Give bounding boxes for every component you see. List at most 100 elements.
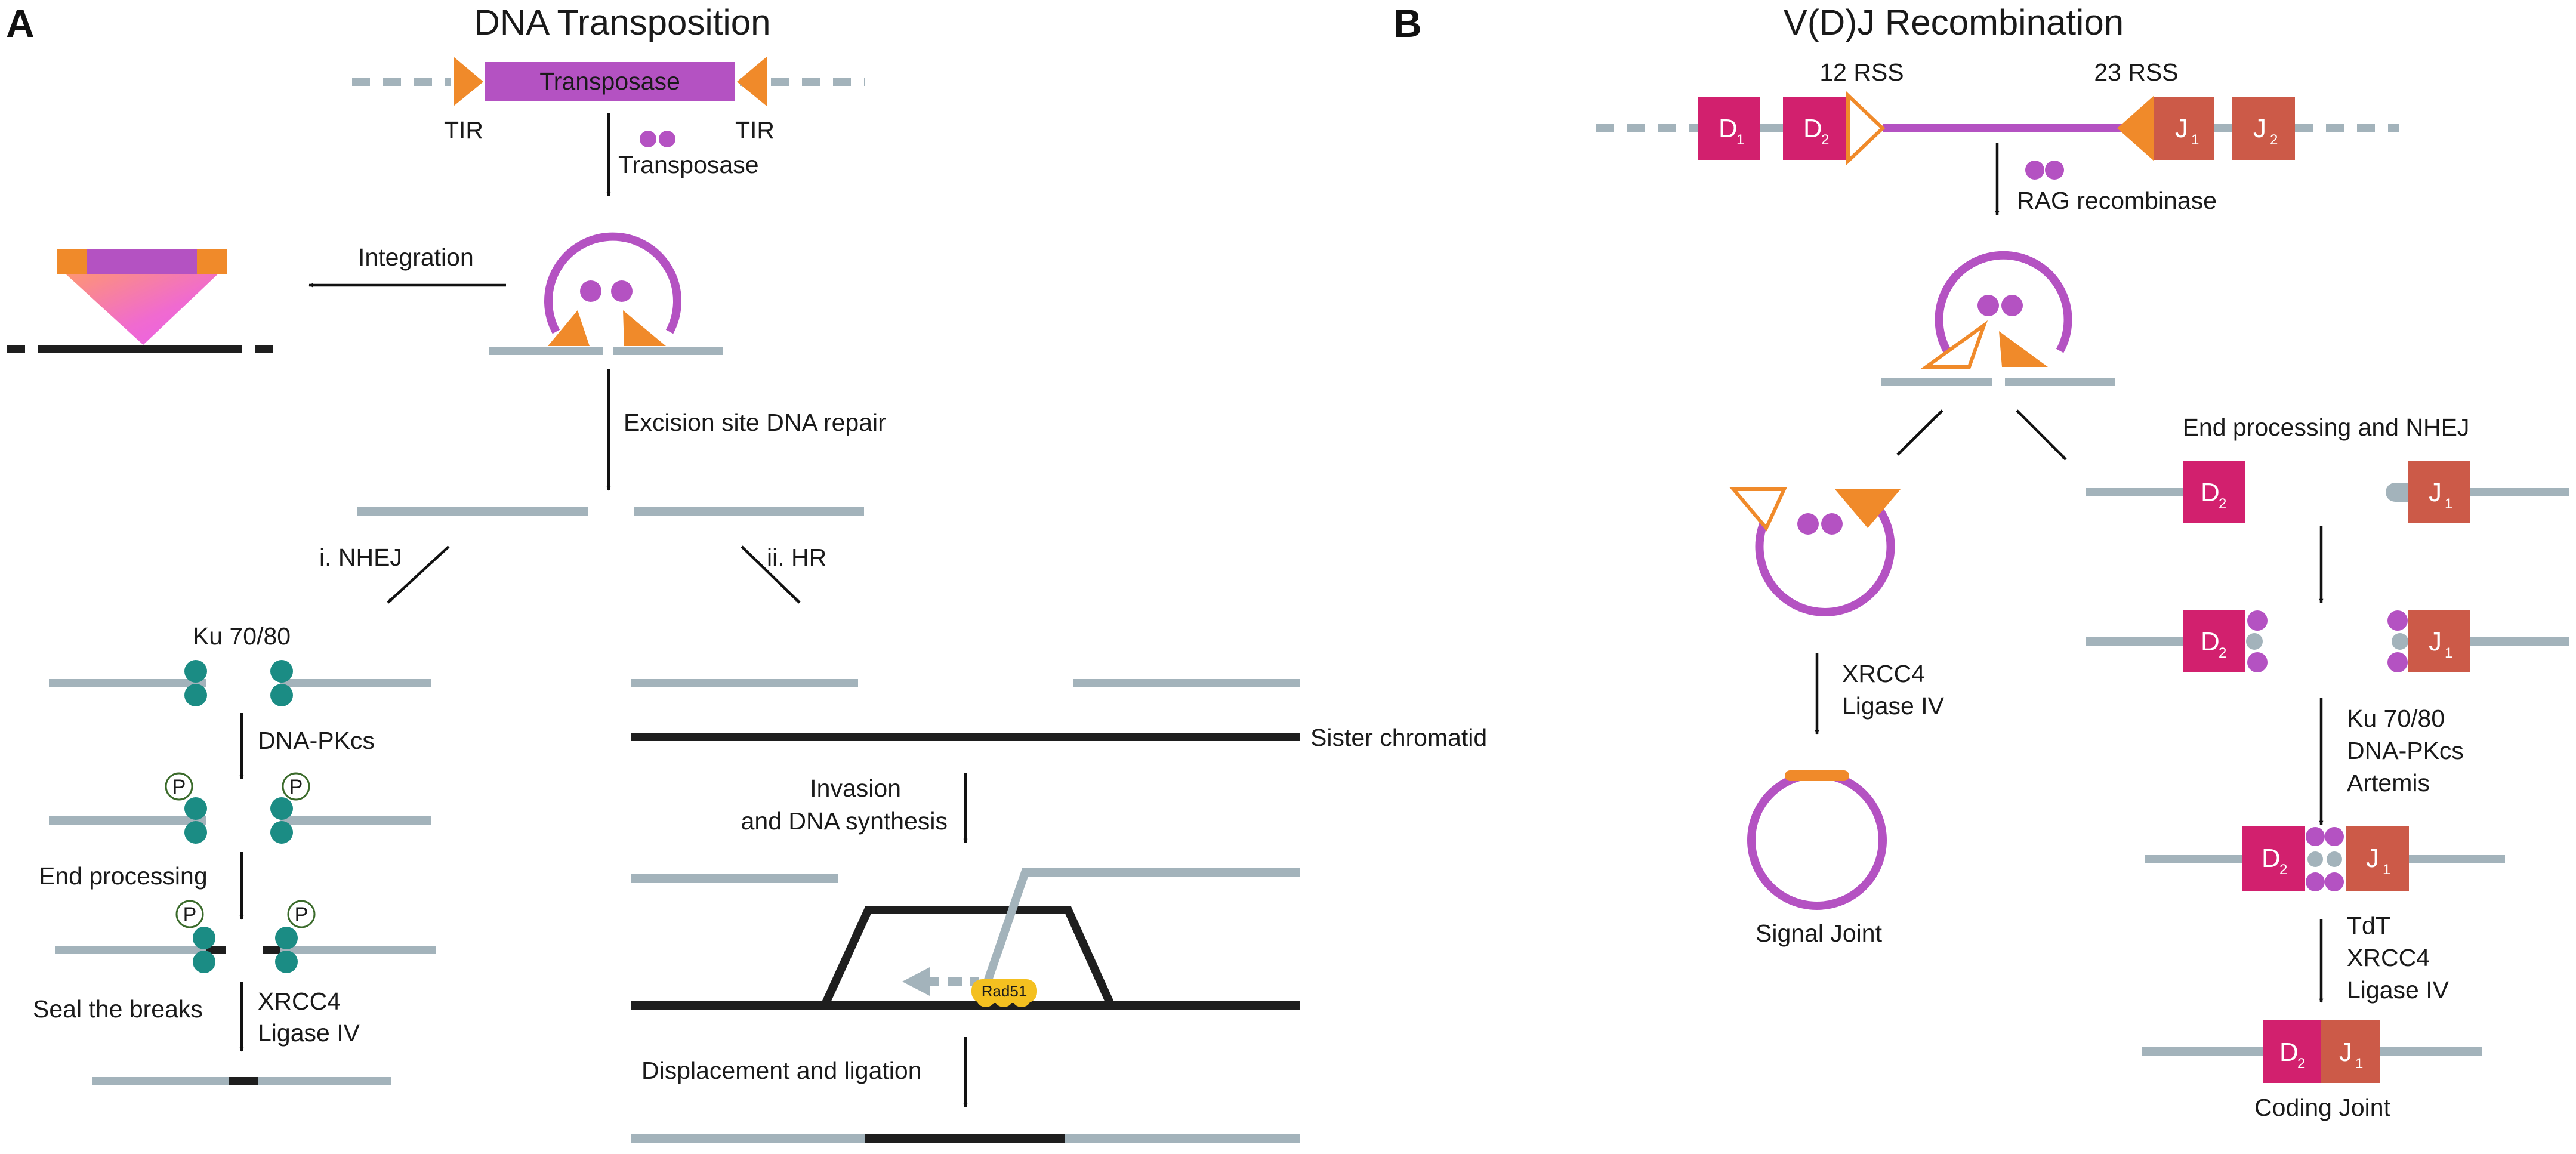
ku-left-top: [184, 660, 207, 683]
coding3-ku-b: [2327, 851, 2342, 867]
ku3-right-bottom: [275, 951, 298, 973]
rag-dot-a: [2025, 161, 2044, 180]
coding2-j-sub: 1: [2445, 645, 2452, 661]
d1-segment: [1698, 97, 1760, 160]
transposase-dimer-a: [640, 131, 656, 147]
coding-dnapkcs-label: DNA-PKcs: [2347, 737, 2464, 764]
coding3-ku-a: [2307, 851, 2323, 867]
phospho-1: [165, 772, 193, 801]
panel-a-title: DNA Transposition: [474, 2, 771, 42]
dnapkcs-label: DNA-PKcs: [258, 727, 375, 754]
rag-loop-dot-a: [1977, 295, 1999, 316]
d1-sub: 1: [1736, 132, 1744, 148]
nhej-ligase-label: Ligase IV: [258, 1019, 360, 1047]
joint-d-letter: D: [2279, 1038, 2299, 1067]
d2-sub: 2: [1821, 132, 1829, 148]
rad51-box: [971, 979, 1037, 1003]
joint-d2: [2263, 1020, 2321, 1083]
coding3-j-sub: 1: [2383, 862, 2390, 878]
coding2-d-sub: 2: [2219, 645, 2226, 661]
coding-artemis-label: Artemis: [2347, 769, 2430, 797]
insertion-transposase: [87, 249, 197, 274]
j2-segment: [2232, 97, 2295, 160]
loop-tir-left: [548, 310, 590, 346]
sister-chromatid-label: Sister chromatid: [1310, 724, 1487, 751]
phospho-2-label: P: [289, 776, 303, 798]
rag-rss12: [1920, 320, 1988, 369]
signal-ligase-label: Ligase IV: [1842, 692, 1945, 720]
signal-loop: [1755, 503, 1895, 616]
rag-rss23: [1999, 331, 2048, 367]
nhej-xrcc4-label: XRCC4: [258, 988, 341, 1015]
coding1-d-sub: 2: [2219, 496, 2226, 512]
panel-b-letter: B: [1393, 1, 1422, 45]
signal-dot-b: [1821, 513, 1843, 535]
coding2-d2: [2183, 610, 2245, 672]
j1-letter: J: [2175, 114, 2188, 143]
j1-sub: 1: [2191, 132, 2199, 148]
signal-joint-circle: [1747, 770, 1887, 910]
coding1-d2: [2183, 461, 2245, 523]
germline-locus: D 1 D 2 12 RSS 23 RSS J 1 J 2: [1596, 58, 2399, 165]
invasion-label-1: Invasion: [810, 775, 901, 802]
phospho-4: [287, 900, 316, 928]
seal-breaks-label: Seal the breaks: [33, 995, 203, 1023]
ku2-left-top: [184, 797, 207, 820]
signal-branch: XRCC4 Ligase IV Signal Joint: [1729, 487, 1945, 947]
ku3-left-bottom: [193, 951, 215, 973]
synthesis-arrowhead: [902, 967, 930, 996]
coding2-ku-a: [2246, 633, 2263, 650]
coding1-d-letter: D: [2201, 478, 2220, 507]
phospho-3-label: P: [183, 903, 197, 926]
integrated-transposon: [7, 249, 274, 353]
phospho-3: [175, 900, 204, 928]
coding2-dnapk-d: [2387, 652, 2408, 672]
transposon: Transposase TIR TIR Transposase: [352, 57, 865, 178]
phospho-1-label: P: [172, 776, 186, 798]
coding1-j1: [2408, 461, 2470, 523]
ku2-right-top: [270, 797, 293, 820]
coding3-dnapk-c: [2306, 872, 2325, 891]
d2-letter: D: [1803, 114, 1822, 143]
rss12-label: 12 RSS: [1819, 58, 1904, 86]
excision-repair-label: Excision site DNA repair: [624, 409, 886, 436]
insertion-triangle: [60, 269, 224, 345]
ku-right-top: [270, 660, 293, 683]
coding3-dnapk-b: [2325, 827, 2344, 846]
arrow-to-signal: [1896, 409, 1943, 456]
coding-ligase-label: Ligase IV: [2347, 976, 2449, 1004]
coding3-j-letter: J: [2366, 844, 2379, 873]
signal-rss12: [1729, 487, 1787, 532]
coding-xrcc4-label: XRCC4: [2347, 944, 2430, 971]
ku-left-bottom: [184, 684, 207, 706]
ku-right-bottom: [270, 684, 293, 706]
end-processing-nhej-label: End processing and NHEJ: [2183, 414, 2470, 441]
signal-dot-a: [1797, 513, 1819, 535]
displacement-label: Displacement and ligation: [641, 1057, 922, 1084]
rag-loop: [1935, 251, 2072, 353]
coding3-dnapk-a: [2306, 827, 2325, 846]
insertion-tir-left: [57, 249, 88, 274]
d-loop: [820, 906, 1115, 1007]
coding2-j1: [2408, 610, 2470, 672]
ku2-left-bottom: [184, 821, 207, 844]
ku3-right-top: [275, 927, 298, 949]
rag-dot-b: [2045, 161, 2064, 180]
arrow-nhej: [387, 545, 450, 604]
coding2-ku-b: [2392, 633, 2408, 650]
loop-tir-right: [623, 310, 666, 346]
coding1-j-sub: 1: [2445, 496, 2452, 512]
rag-loop-dot-b: [2001, 295, 2023, 316]
rag-complex: [1881, 251, 2115, 386]
signal-joint-label: Signal Joint: [1756, 920, 1883, 947]
j2-sub: 2: [2270, 132, 2278, 148]
ku-label: Ku 70/80: [193, 622, 291, 650]
loop-transposase-b: [611, 280, 633, 302]
coding1-j-letter: J: [2429, 478, 2442, 507]
coding-tdt-label: TdT: [2347, 912, 2390, 939]
insertion-tir-right: [196, 249, 227, 274]
invasion-label-2: and DNA synthesis: [741, 807, 948, 835]
ku2-right-bottom: [270, 821, 293, 844]
phospho-4-label: P: [295, 903, 308, 926]
